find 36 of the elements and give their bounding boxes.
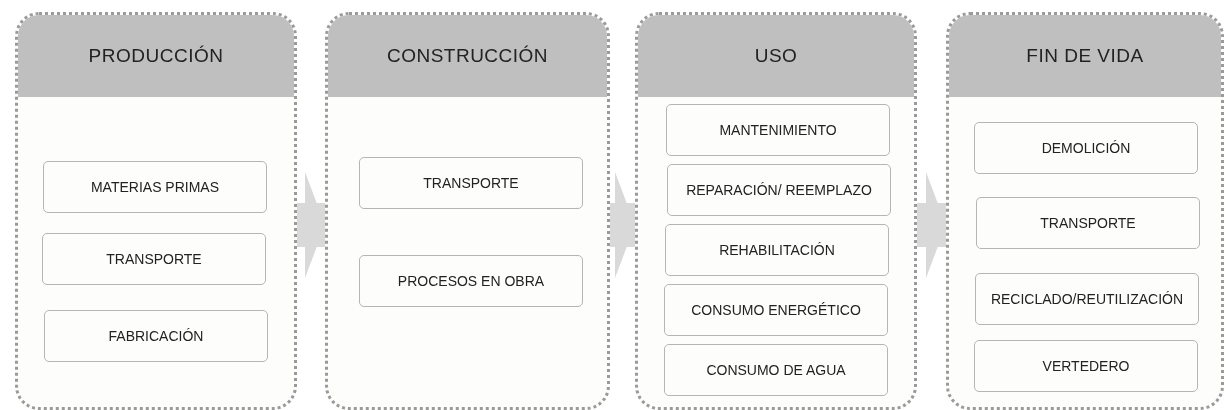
step-label: REHABILITACIÓN	[719, 242, 835, 258]
step-box	[665, 224, 889, 276]
step-box	[42, 233, 266, 285]
phase-panel	[946, 12, 1224, 410]
phase-title: USO	[754, 45, 798, 67]
step-label: DEMOLICIÓN	[1041, 140, 1131, 156]
phase-panel	[635, 12, 917, 410]
step-box	[975, 273, 1199, 325]
step-box	[667, 164, 891, 216]
step-box	[974, 340, 1198, 392]
step-box	[666, 104, 890, 156]
step-box	[44, 310, 268, 362]
step-box	[974, 122, 1198, 174]
step-label: TRANSPORTE	[423, 175, 519, 191]
step-label: REPARACIÓN/ REEMPLAZO	[686, 182, 872, 198]
step-box	[359, 157, 583, 209]
phase-panel	[15, 12, 297, 410]
step-box	[976, 197, 1200, 249]
step-label: RECICLADO/REUTILIZACIÓN	[990, 291, 1184, 307]
phase-title: PRODUCCIÓN	[88, 45, 224, 67]
step-box	[43, 161, 267, 213]
step-label: CONSUMO DE AGUA	[706, 362, 846, 378]
step-label: VERTEDERO	[1042, 358, 1130, 374]
step-label: MANTENIMIENTO	[719, 122, 837, 138]
step-box	[359, 255, 583, 307]
step-label: MATERIAS PRIMAS	[90, 179, 220, 195]
step-label: CONSUMO ENERGÉTICO	[691, 302, 861, 318]
phase-panel	[325, 12, 610, 410]
step-box	[664, 344, 888, 396]
phase-title: CONSTRUCCIÓN	[386, 45, 549, 67]
step-label: FABRICACIÓN	[108, 328, 204, 344]
step-label: PROCESOS EN OBRA	[397, 273, 545, 289]
phase-title: FIN DE VIDA	[1026, 45, 1144, 67]
step-label: TRANSPORTE	[106, 251, 202, 267]
step-label: TRANSPORTE	[1040, 215, 1136, 231]
step-box	[664, 284, 888, 336]
